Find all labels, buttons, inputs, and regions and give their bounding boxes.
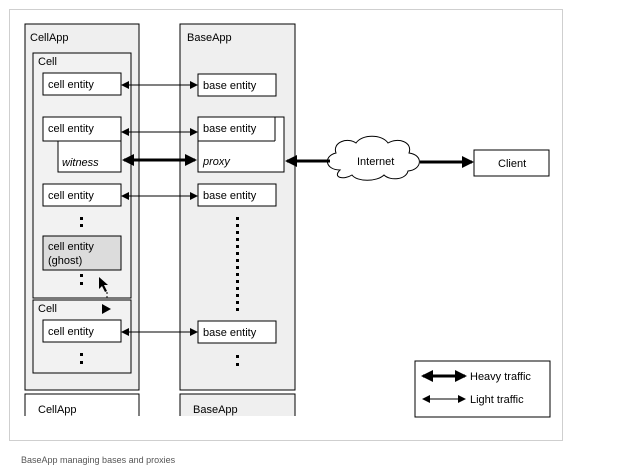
legend-light-label: Light traffic xyxy=(470,394,524,406)
client-box xyxy=(473,149,550,177)
base-entity-1-label: base entity xyxy=(203,80,257,92)
base-entity-3 xyxy=(197,183,277,207)
client-label: Client xyxy=(498,158,526,170)
internet-cloud-icon xyxy=(327,135,420,181)
baseapp-bottom-label: BaseApp xyxy=(193,404,238,416)
cell-entity-2-label: cell entity xyxy=(48,123,94,135)
legend-heavy-label: Heavy traffic xyxy=(470,371,531,383)
witness-box xyxy=(57,140,122,173)
ghost-label-line2: (ghost) xyxy=(48,255,82,267)
cell-entity-3-label: cell entity xyxy=(48,190,94,202)
cell-entity-2 xyxy=(42,116,122,142)
baseapp-bottom-container xyxy=(179,393,296,416)
base-entity-3-label: base entity xyxy=(203,190,257,202)
witness-label: witness xyxy=(62,157,99,169)
baseapp-ellipsis-long xyxy=(236,217,239,311)
base-entity-4 xyxy=(197,320,277,344)
diagram-frame: CellApp Cell cell entity cell entity wit… xyxy=(9,9,563,441)
base-entity-2-label: base entity xyxy=(203,123,257,135)
cellapp-bottom-label: CellApp xyxy=(38,404,77,416)
cell-1-ellipsis-bottom xyxy=(80,274,83,285)
base-entity-1 xyxy=(197,73,277,97)
baseapp-label: BaseApp xyxy=(187,32,232,44)
cellapp-label: CellApp xyxy=(30,32,69,44)
cell-1-ellipsis-top xyxy=(80,217,83,227)
cell-entity-ghost xyxy=(42,235,122,271)
cell-1-label: Cell xyxy=(38,56,57,68)
cellapp-bottom-container xyxy=(24,393,140,416)
internet-label: Internet xyxy=(357,156,394,168)
cell-2-arrow-icon xyxy=(102,304,111,314)
cursor-icon xyxy=(99,277,108,292)
cell-entity-1-label: cell entity xyxy=(48,79,94,91)
baseapp-ellipsis-bottom xyxy=(236,355,239,366)
cell-2-ellipsis xyxy=(80,353,83,364)
proxy-label: proxy xyxy=(202,156,231,168)
legend-box xyxy=(414,360,551,418)
cell-2-label: Cell xyxy=(38,303,57,315)
ghost-label-line1: cell entity xyxy=(48,241,94,253)
cell-entity-4-label: cell entity xyxy=(48,326,94,338)
architecture-diagram: CellApp Cell cell entity cell entity wit… xyxy=(24,23,551,418)
figure-caption: BaseApp managing bases and proxies xyxy=(21,455,176,465)
proxy-box xyxy=(197,116,285,173)
base-entity-4-label: base entity xyxy=(203,327,257,339)
